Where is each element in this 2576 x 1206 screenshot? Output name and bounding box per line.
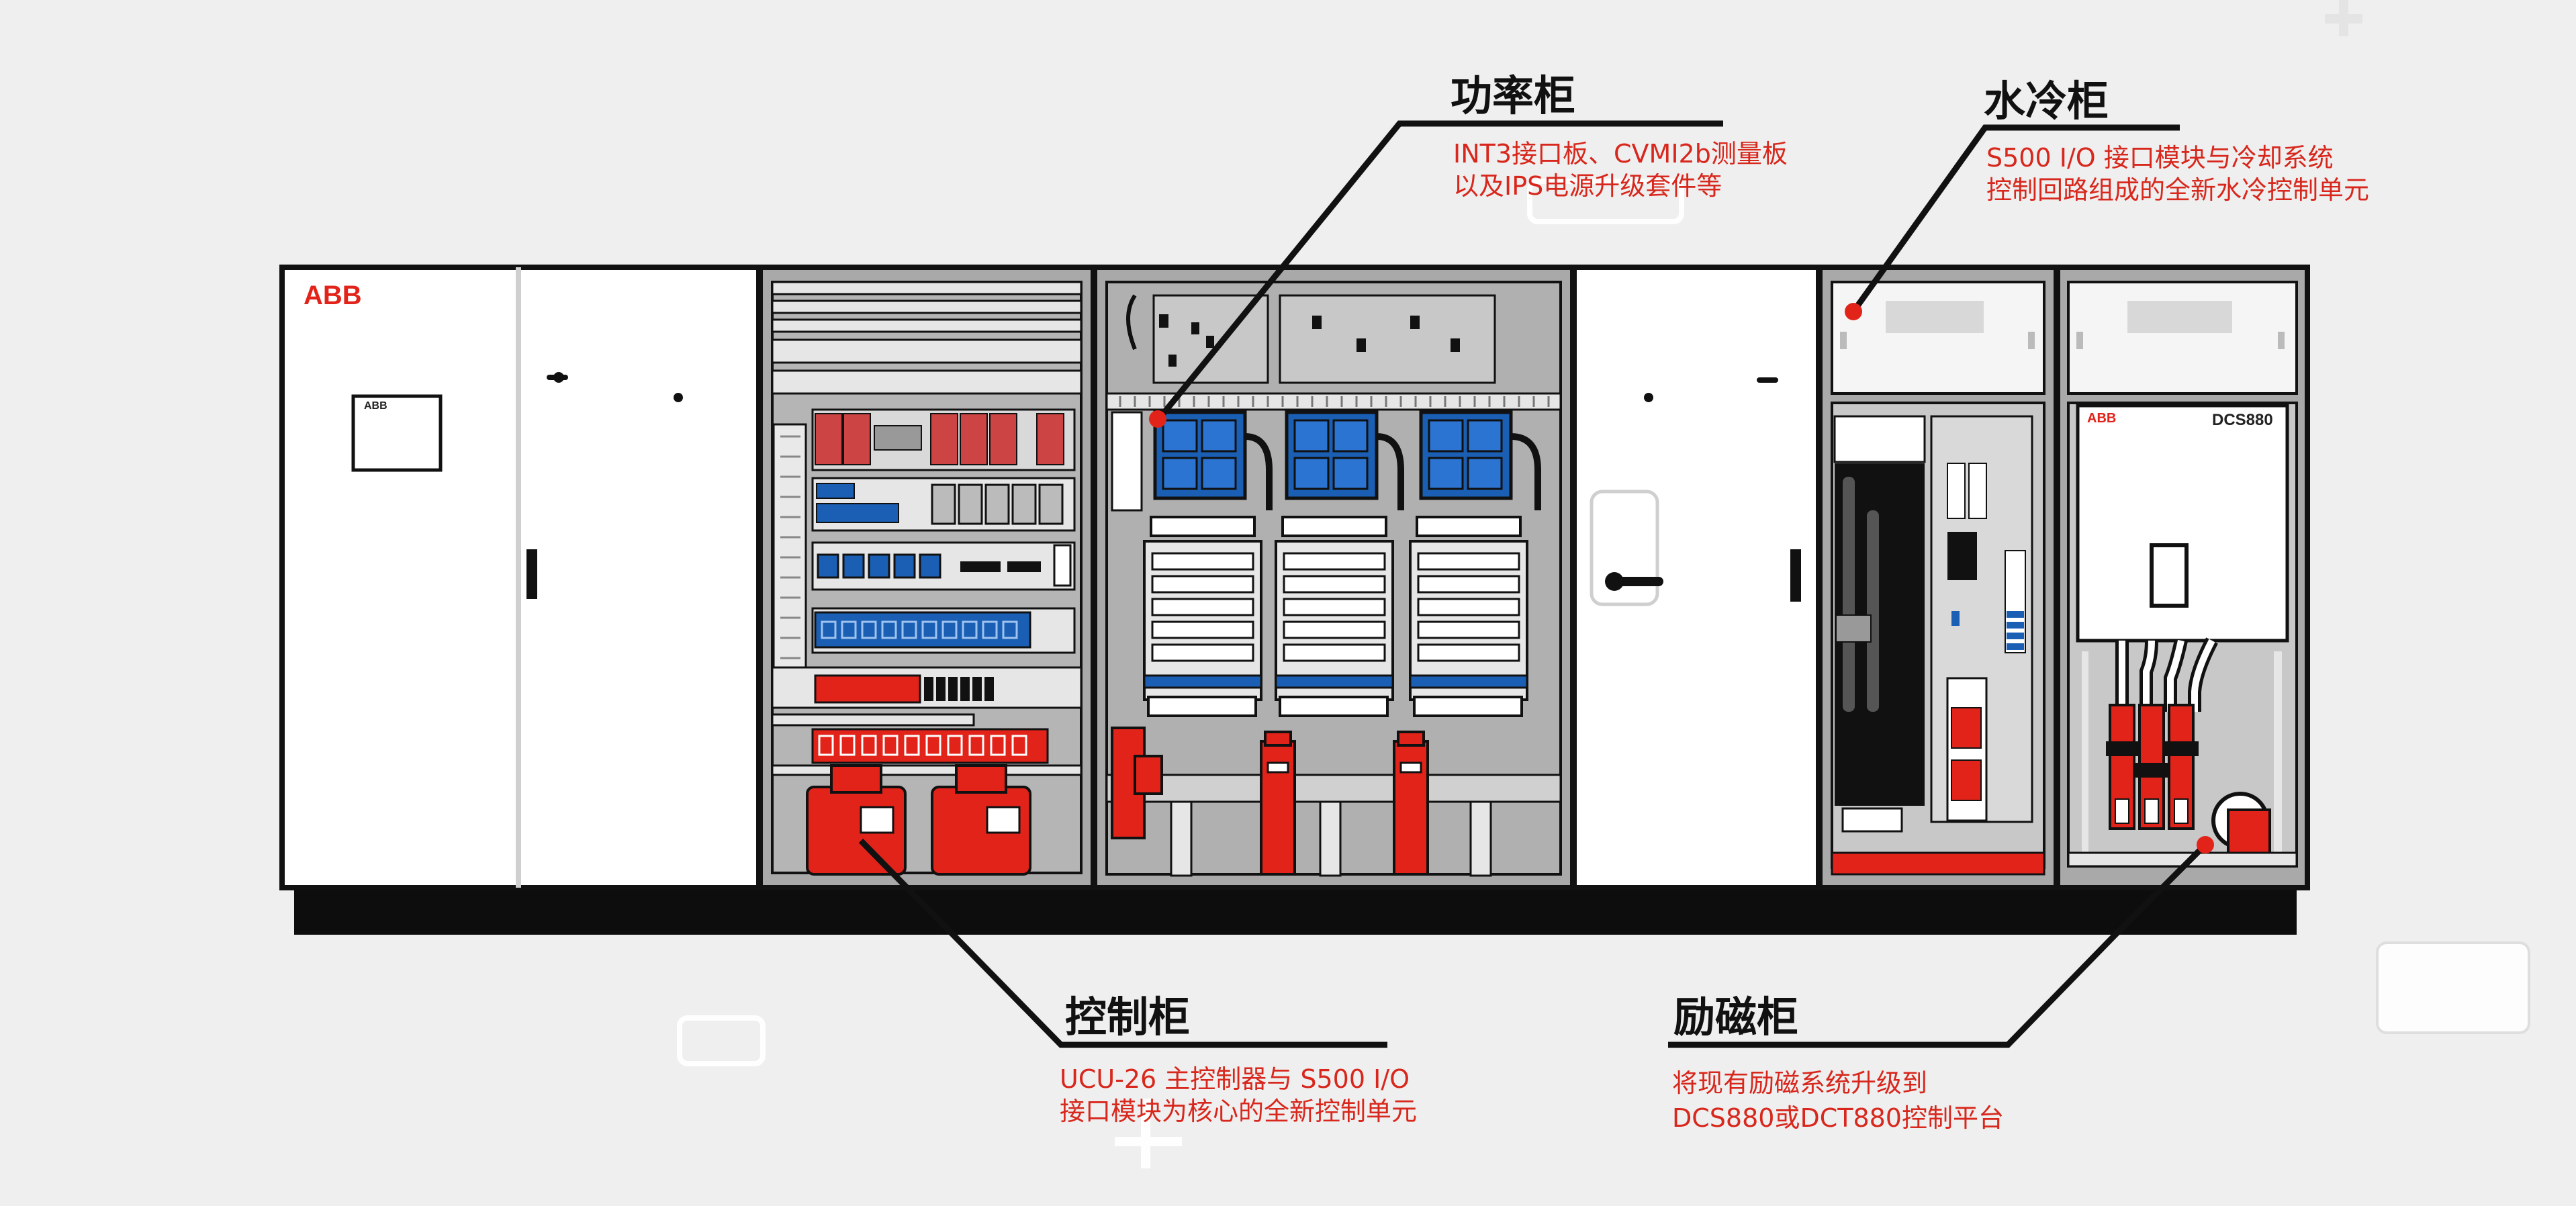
- callout-desc-water-line2: 控制回路组成的全新水冷控制单元: [1986, 175, 2370, 205]
- excitation-cabinet: [2055, 265, 2310, 890]
- callout-desc-excitation-line1: 将现有励磁系统升级到: [1672, 1068, 1928, 1098]
- power-module-2: [1275, 410, 1404, 717]
- left-white-cabinet: [279, 265, 762, 890]
- dot-power: [1149, 410, 1166, 428]
- cabinet-base-plinth: [294, 885, 2297, 935]
- bg-plus-top-right: [2325, 0, 2362, 36]
- leader-excitation: [1668, 842, 2208, 1048]
- callout-title-control: 控制柜: [1065, 992, 1191, 1041]
- bg-white-card-right: [2376, 941, 2530, 1034]
- control-transformers: [806, 764, 1031, 876]
- excitation-red-breakers: [2109, 704, 2195, 830]
- abb-logo-cabinet: ABB: [304, 281, 362, 310]
- callout-dots: [1149, 303, 2214, 853]
- water-cooling-cabinet: [1817, 265, 2059, 890]
- callout-desc-control-line1: UCU-26 主控制器与 S500 I/O: [1060, 1064, 1410, 1094]
- callout-desc-power-line2: 以及IPS电源升级套件等: [1453, 171, 1722, 201]
- bg-rounded-box-top: [1527, 179, 1684, 224]
- bg-rounded-box-bottom-left: [677, 1015, 766, 1066]
- background-decorations: [677, 0, 2530, 1168]
- power-module-1: [1143, 410, 1273, 717]
- callout-title-water: 水冷柜: [1984, 77, 2109, 126]
- power-module-3: [1409, 410, 1541, 717]
- middle-white-cabinet: [1571, 265, 1821, 890]
- callout-title-excitation: 励磁柜: [1673, 992, 1799, 1041]
- abb-logo-nameplate: ABB: [364, 400, 387, 412]
- callout-desc-control-line2: 接口模块为核心的全新控制单元: [1060, 1097, 1418, 1126]
- control-cabinet: [757, 265, 1096, 890]
- leader-control: [858, 838, 1387, 1048]
- door-handle-middle: [1790, 549, 1801, 602]
- drive-model-label: DCS880: [2212, 411, 2273, 429]
- bg-plus-bottom: [1115, 1099, 1182, 1168]
- door-nameplate: [351, 394, 443, 472]
- callout-leaders: [858, 120, 2208, 1048]
- dot-water: [1845, 303, 1862, 320]
- door-handle-left: [526, 549, 537, 599]
- callout-desc-excitation-line2: DCS880或DCT880控制平台: [1672, 1103, 2004, 1133]
- leader-power: [1155, 120, 1723, 422]
- leader-water: [1851, 124, 2180, 314]
- dot-excitation: [2197, 836, 2214, 853]
- power-cabinet: [1092, 265, 1575, 890]
- callout-desc-power-line1: INT3接口板、CVMI2b测量板: [1453, 139, 1788, 169]
- callout-title-power: 功率柜: [1451, 71, 1576, 120]
- callout-desc-water-line1: S500 I/O 接口模块与冷却系统: [1986, 143, 2334, 173]
- abb-logo-drive: ABB: [2087, 411, 2117, 426]
